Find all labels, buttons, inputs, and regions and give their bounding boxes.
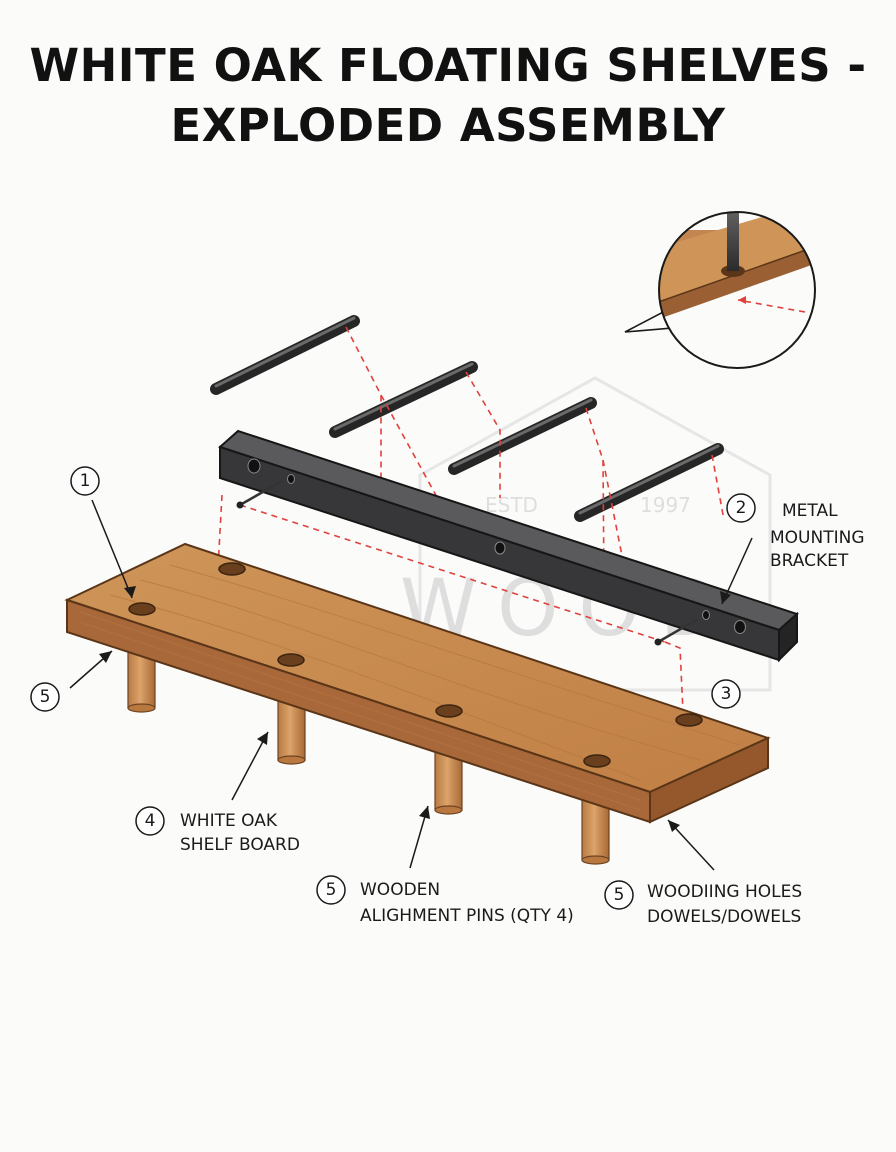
- title-line-2: EXPLODED ASSEMBLY: [170, 99, 726, 152]
- watermark-year: 1997: [640, 493, 691, 517]
- callout-5c-number: 5: [614, 885, 625, 905]
- callout-4-label-line2: SHELF BOARD: [180, 835, 300, 855]
- callout-2: 2 METAL MOUNTING BRACKET: [720, 493, 865, 605]
- callout-2-label-line1: METAL: [782, 501, 838, 521]
- callout-3: 3: [711, 679, 741, 709]
- metal-mounting-bracket: [218, 429, 799, 663]
- callout-5a-number: 5: [40, 687, 51, 707]
- callout-2-number: 2: [736, 498, 747, 518]
- callout-5b-number: 5: [326, 880, 337, 900]
- detail-view: [624, 211, 816, 369]
- steel-rod: [448, 397, 597, 475]
- callout-4-number: 4: [145, 811, 156, 831]
- callout-2-label-line3: BRACKET: [770, 551, 849, 571]
- callout-2-label-line2: MOUNTING: [770, 528, 865, 548]
- watermark-estd: ESTD: [485, 493, 538, 517]
- title-line-1: WHITE OAK FLOATING SHELVES -: [29, 39, 867, 92]
- screw: [236, 479, 283, 509]
- callout-4: 4 WHITE OAK SHELF BOARD: [135, 731, 300, 855]
- callout-5b-label-line1: WOODEN: [360, 880, 440, 900]
- callout-5b-label-line2: ALIGHMENT PINS (QTY 4): [360, 906, 574, 926]
- white-oak-shelf-board: [64, 542, 771, 824]
- steel-rod: [210, 315, 360, 395]
- screw: [654, 617, 699, 646]
- steel-rod: [329, 361, 478, 438]
- callout-5-holes: 5 WOODIING HOLES DOWELS/DOWELS: [604, 819, 802, 927]
- callout-5-left: 5: [30, 650, 113, 712]
- steel-rods: [210, 315, 724, 522]
- callout-5c-label-line2: DOWELS/DOWELS: [647, 907, 801, 927]
- callout-5-pins: 5 WOODEN ALIGHMENT PINS (QTY 4): [316, 805, 574, 926]
- callout-3-number: 3: [721, 684, 732, 704]
- callout-1-number: 1: [80, 471, 91, 491]
- diagram-title: WHITE OAK FLOATING SHELVES - EXPLODED AS…: [0, 36, 896, 156]
- callout-4-label-line1: WHITE OAK: [180, 811, 278, 831]
- callout-1: 1: [70, 466, 136, 599]
- callout-5c-label-line1: WOODIING HOLES: [647, 882, 802, 902]
